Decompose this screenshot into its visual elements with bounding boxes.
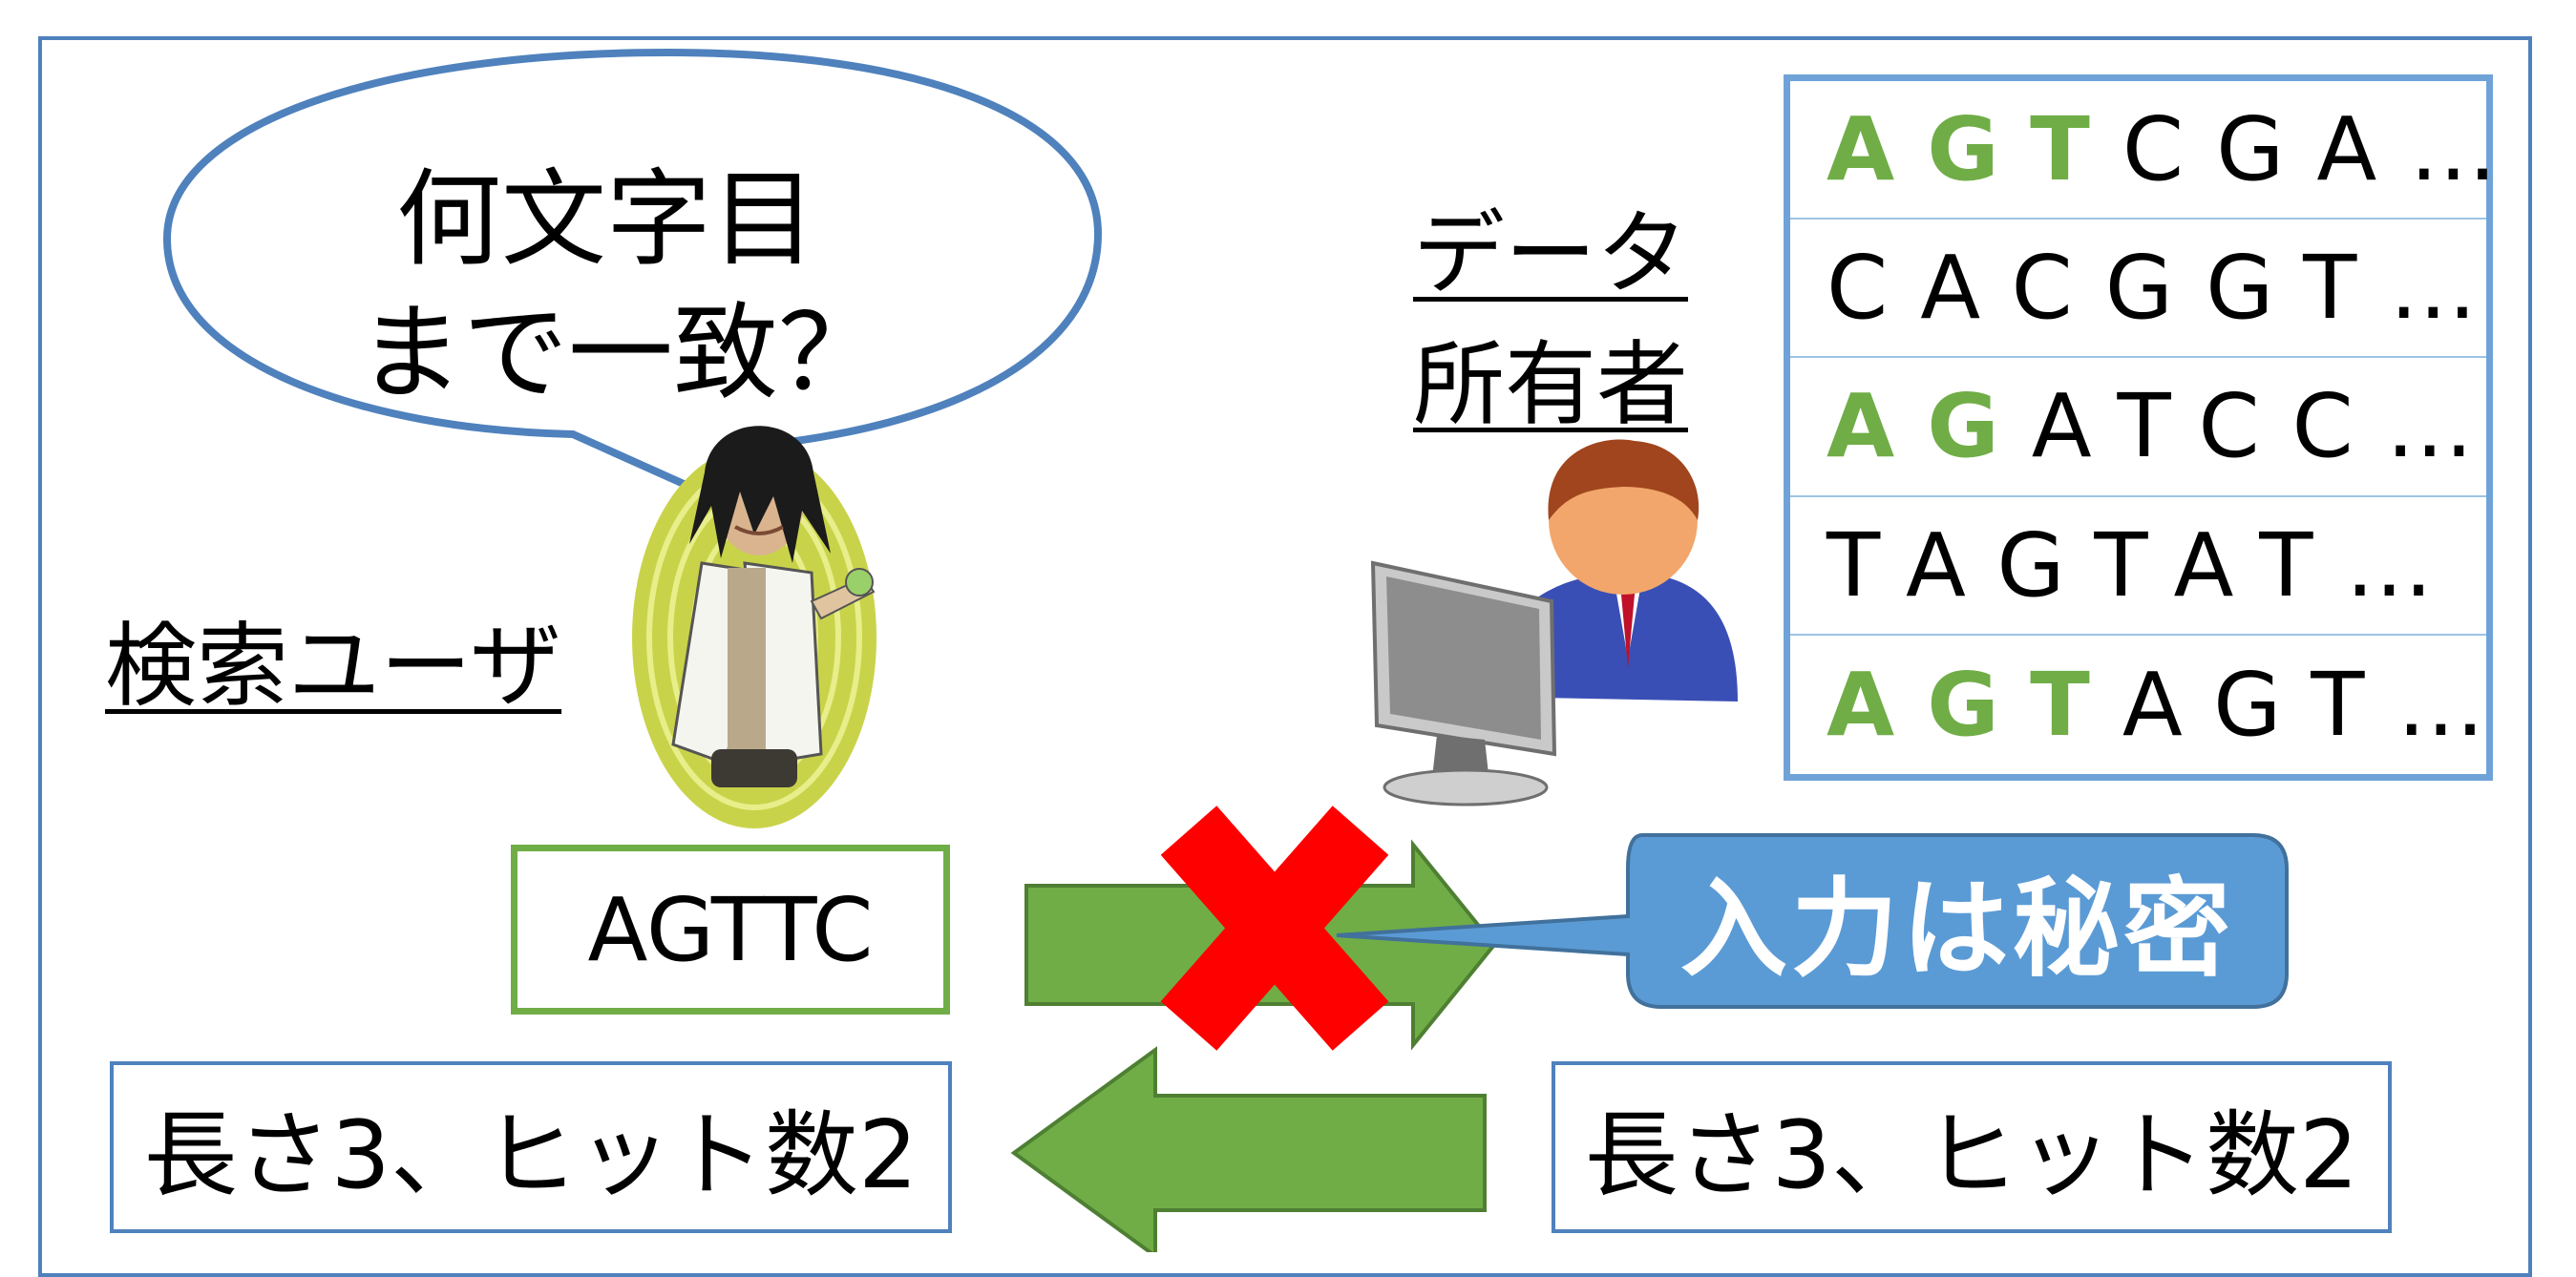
sequence-rest: ATCC…: [2031, 375, 2506, 478]
bubble-line-1: 何文字目: [396, 158, 816, 281]
result-box-owner: 長さ3、ヒット数2: [1552, 1061, 2392, 1233]
sequence-match: AGT: [1826, 98, 2122, 201]
sequence-row: CACGGT…: [1790, 220, 2486, 359]
sequence-rest: AGT…: [2122, 653, 2518, 756]
return-arrow: [1010, 1046, 1487, 1252]
callout-text: 入力は秘密: [1680, 868, 2234, 992]
speech-bubble: [162, 48, 1103, 502]
sequence-rest: CACGGT…: [1826, 237, 2510, 340]
sequence-match: AGT: [1826, 653, 2122, 756]
search-user-label: 検索ユーザ: [105, 613, 562, 720]
sequence-row: TAGTAT…: [1790, 497, 2486, 636]
bubble-line-2: まで一致？: [358, 292, 883, 414]
query-box: AGTTC: [511, 845, 950, 1015]
result-box-user: 長さ3、ヒット数2: [110, 1061, 952, 1233]
sequence-rest: TAGTAT…: [1826, 513, 2466, 617]
sequence-rest: CGA…: [2122, 98, 2530, 201]
data-owner-label-line2: 所有者: [1413, 331, 1688, 438]
computer-user-icon: [1370, 439, 1738, 806]
sequence-match: AG: [1826, 375, 2032, 478]
callout-shape: [1336, 833, 2289, 1009]
red-cross-icon: [1160, 806, 1389, 1051]
scientist-icon: [632, 426, 876, 828]
data-owner-label-line1: データ: [1413, 200, 1688, 307]
